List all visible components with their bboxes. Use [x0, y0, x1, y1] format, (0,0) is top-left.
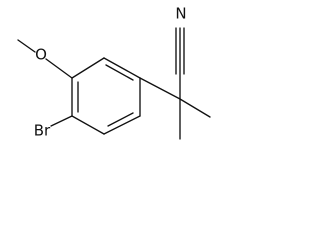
methoxy-bond-o-ch3: [17, 39, 36, 53]
structure-diagram: O Br N: [17, 5, 211, 140]
bromine-label: Br: [34, 122, 51, 140]
nitrogen-label: N: [175, 5, 186, 23]
bromo-bond: [50, 115, 73, 127]
methoxy-bond-ring-o: [45, 58, 73, 79]
ring-double-bond-2: [107, 112, 134, 127]
oxygen-label: O: [35, 46, 47, 64]
chemical-structure-canvas: O Br N: [0, 0, 226, 165]
ring-double-bond-3: [105, 64, 134, 81]
ring-to-quaternary-bond: [139, 77, 181, 100]
ring-bond-c2-c3: [71, 115, 105, 135]
ring-bond-c3-c4: [103, 115, 141, 135]
ring-bond-c5-c6: [103, 57, 141, 79]
quaternary-methyl-right: [179, 98, 211, 118]
ring-bond-c6-c1: [71, 57, 105, 79]
